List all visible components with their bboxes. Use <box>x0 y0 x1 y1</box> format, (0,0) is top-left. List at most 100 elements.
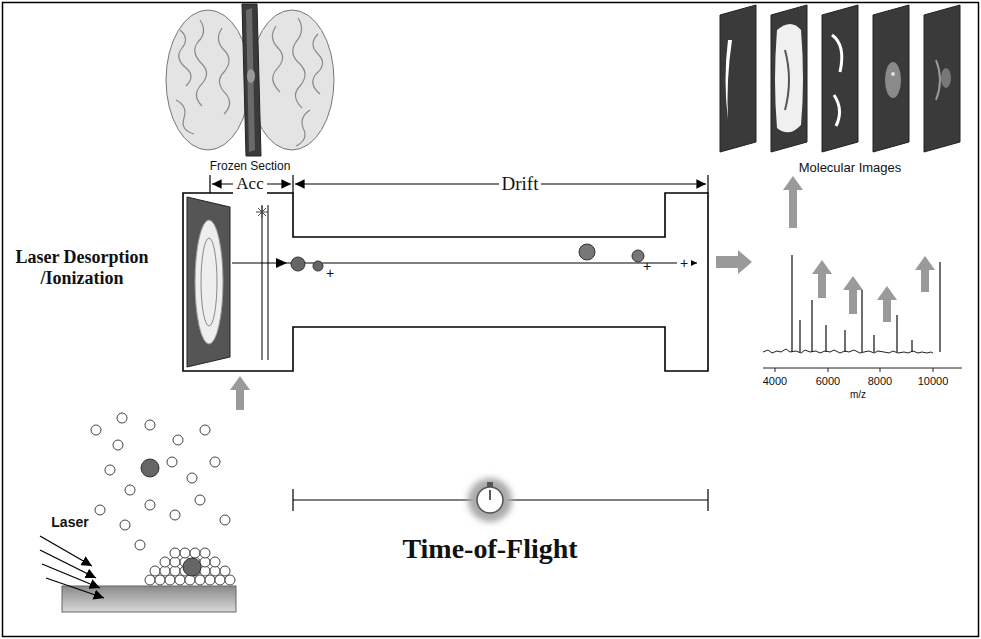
axis-tick-label: 6000 <box>816 375 840 388</box>
brain-illustration <box>166 4 334 156</box>
matrix-molecules-part <box>113 440 123 450</box>
brain-illustration-part-part <box>296 110 310 146</box>
grey-arrows-part <box>877 286 897 322</box>
matrix-molecules-part <box>210 557 220 567</box>
matrix-molecules-part <box>91 425 101 435</box>
matrix-molecules-part <box>145 575 155 585</box>
spark-symbol-part <box>258 208 266 216</box>
grey-arrows-part <box>812 260 832 298</box>
brain-illustration-part-part <box>195 20 207 106</box>
matrix-molecules-part <box>167 457 177 467</box>
matrix-molecules-part <box>187 473 197 483</box>
matrix-molecules-part <box>145 420 155 430</box>
laser-beams-part <box>40 550 96 578</box>
dimension-label: Drift <box>499 173 542 195</box>
molecular-image-panels-part-part <box>891 72 895 76</box>
molecular-image-panels-part <box>873 5 909 152</box>
grey-arrows <box>230 176 935 410</box>
process-label: Laser Desorption /Ionization <box>7 247 157 288</box>
brain-illustration-part-part <box>272 26 282 92</box>
spark-symbol <box>256 206 268 218</box>
laser-beams-part <box>42 564 100 588</box>
charge-sign: + <box>677 255 691 271</box>
matrix-molecules-part <box>145 500 155 510</box>
brain-illustration-part-part <box>313 34 323 94</box>
matrix-molecules-part <box>210 457 220 467</box>
matrix-molecules-part <box>225 575 235 585</box>
matrix-molecules-part <box>150 566 160 576</box>
matrix-molecules-part <box>220 515 230 525</box>
molecular-image-panels-part <box>720 5 756 152</box>
flight-tube-part <box>276 258 287 268</box>
molecular-image-panels-part-part <box>936 60 940 100</box>
acceleration-grid <box>268 205 269 360</box>
ion <box>579 244 595 260</box>
mass-spectrum-part <box>763 349 933 353</box>
grey-arrows-part <box>843 276 863 314</box>
matrix-molecules-part <box>205 575 215 585</box>
axis-tick-label: 10000 <box>918 375 949 388</box>
dimension-lines <box>210 175 708 193</box>
brain-illustration-part <box>246 8 255 152</box>
matrix-molecules-part <box>165 575 175 585</box>
ion <box>291 257 305 271</box>
matrix-molecules-part <box>170 548 180 558</box>
matrix-molecules-part <box>117 413 127 423</box>
ion <box>632 250 644 262</box>
matrix-molecules-part <box>155 575 165 585</box>
dimension-lines-part <box>292 175 293 193</box>
dimension-lines-part <box>707 175 708 193</box>
section-label: Frozen Section <box>210 160 291 174</box>
matrix-molecules-part <box>180 548 190 558</box>
stopwatch-icon-part <box>489 490 491 500</box>
mass-spectrum-part <box>775 368 933 372</box>
grey-arrows-part <box>783 176 803 228</box>
stopwatch-icon <box>468 478 512 522</box>
grey-arrows-part <box>915 256 935 292</box>
molecular-image-panels-part-part <box>924 5 960 152</box>
analyte-molecule <box>141 459 159 477</box>
matrix-molecules-part <box>195 575 205 585</box>
matrix-molecules-part <box>215 575 225 585</box>
matrix-molecules-part <box>135 540 145 550</box>
matrix-molecules-part <box>190 548 200 558</box>
matrix-molecules-part <box>220 566 230 576</box>
process-label: Time-of-Flight <box>402 533 577 565</box>
ion <box>313 261 323 271</box>
analyte-molecule <box>183 558 201 576</box>
molecular-image-panels <box>720 5 960 152</box>
molecular-image-panels-part-part <box>873 5 909 152</box>
frozen-section-slab <box>242 4 261 156</box>
brain-illustration-part-part <box>218 28 229 114</box>
axis-tick-label: 4000 <box>763 375 787 388</box>
matrix-molecules-part <box>95 505 105 515</box>
mass-spectrum-part <box>792 255 940 352</box>
molecular-image-panels-part-part <box>822 5 858 152</box>
time-of-flight-bracket-part <box>292 489 293 511</box>
acceleration-grid <box>262 205 263 360</box>
axis-tick-label: 8000 <box>868 375 892 388</box>
brain-illustration-part <box>247 69 255 83</box>
molecular-image-panels-part-part <box>885 62 901 98</box>
mass-spectrum-part <box>763 368 962 369</box>
matrix-molecules-part <box>175 575 185 585</box>
laser-beams <box>40 536 104 598</box>
substrate <box>62 586 236 612</box>
sample-plate <box>187 197 230 367</box>
laser-beams-part <box>46 578 104 598</box>
charge-sign: + <box>326 265 334 281</box>
time-of-flight-bracket-part <box>707 489 708 511</box>
stopwatch-icon-part <box>477 487 503 513</box>
brain-illustration-part-part <box>179 30 191 86</box>
matrix-molecules <box>91 413 235 585</box>
molecular-image-panels-part-part <box>771 5 807 152</box>
molecular-image-panels-part <box>924 5 960 152</box>
matrix-molecules-part <box>173 435 183 445</box>
flight-tube <box>183 193 708 371</box>
matrix-molecules-part <box>105 465 115 475</box>
grey-arrows-part <box>230 376 250 410</box>
matrix-molecules-part <box>120 520 130 530</box>
flight-tube-part <box>183 193 708 371</box>
desorption-inset <box>40 413 236 612</box>
